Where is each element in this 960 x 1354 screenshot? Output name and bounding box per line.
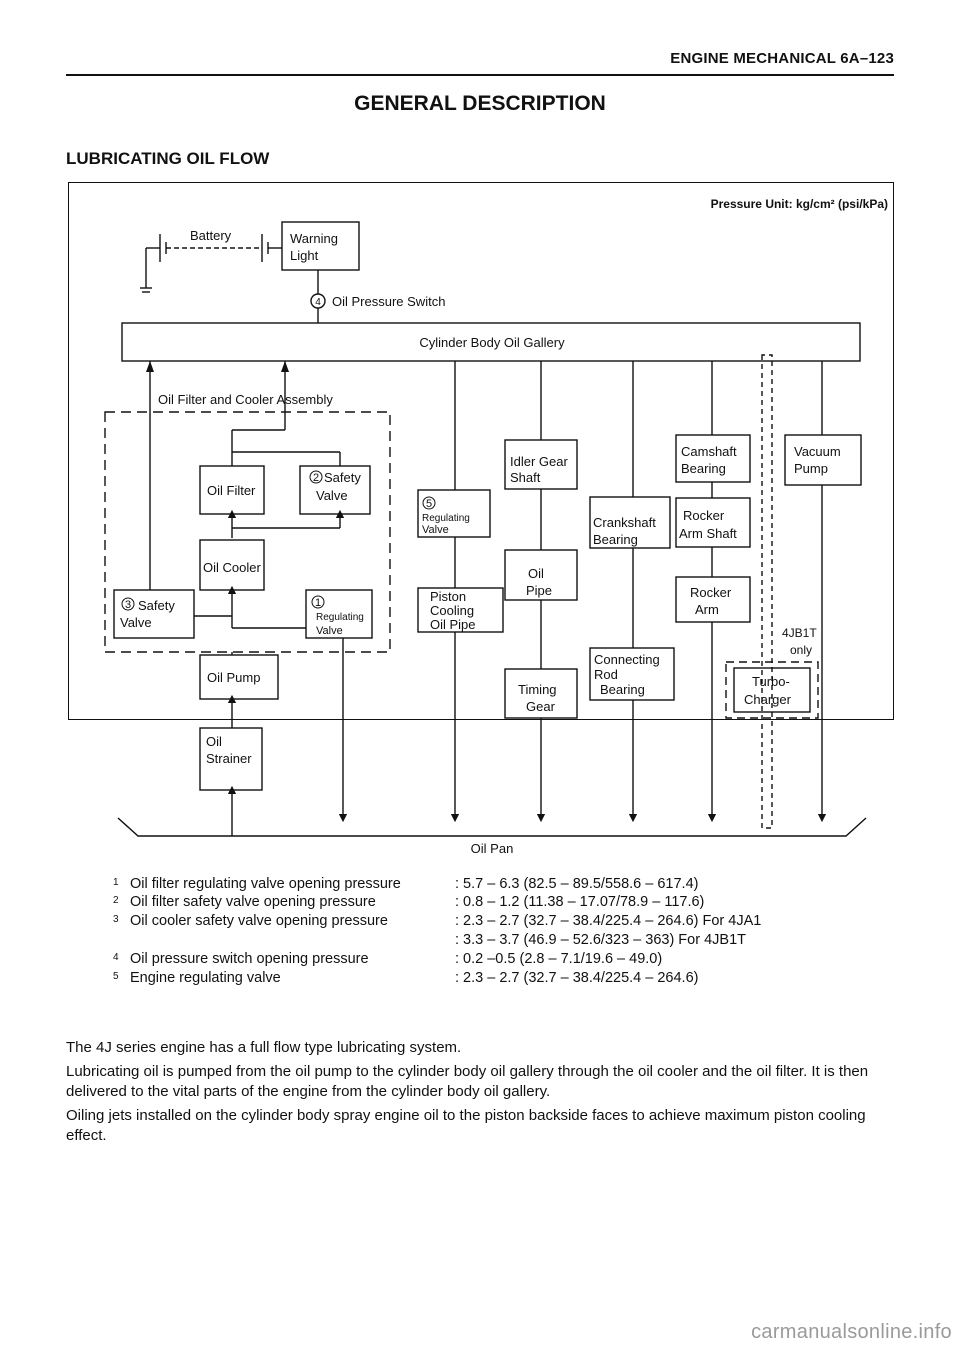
- turbo-note-label-2: only: [790, 643, 812, 657]
- spec-value: : 0.8 – 1.2 (11.38 – 17.07/78.9 – 117.6): [455, 894, 705, 910]
- battery-label: Battery: [190, 228, 232, 243]
- main-title: GENERAL DESCRIPTION: [354, 92, 606, 115]
- header-rule: [66, 74, 894, 76]
- spec-value: : 5.7 – 6.3 (82.5 – 89.5/558.6 – 617.4): [455, 876, 699, 892]
- regulating-valve-1-number: 1: [315, 597, 321, 609]
- regulating-valve-5-number: 5: [426, 498, 432, 510]
- oil-strainer-label-1: Oil: [206, 734, 222, 749]
- spec-number: 2: [113, 895, 119, 906]
- spec-label: Engine regulating valve: [130, 970, 281, 986]
- regulating-valve-5-label-2: Valve: [422, 524, 449, 536]
- filter-cooler-assembly-label: Oil Filter and Cooler Assembly: [158, 392, 333, 407]
- spec-value: : 0.2 –0.5 (2.8 – 7.1/19.6 – 49.0): [455, 951, 663, 967]
- idler-gear-label-1: Idler Gear: [510, 454, 568, 469]
- spec-value: : 2.3 – 2.7 (32.7 – 38.4/225.4 – 264.6) …: [455, 913, 762, 929]
- oil-cooler-label: Oil Cooler: [203, 560, 261, 575]
- spec-label: Oil filter regulating valve opening pres…: [130, 876, 401, 892]
- idler-gear-label-2: Shaft: [510, 470, 541, 485]
- safety-valve-2-label-1: Safety: [324, 470, 361, 485]
- body-paragraph: Oiling jets installed on the cylinder bo…: [66, 1107, 866, 1144]
- oil-pipe-label-1: Oil: [528, 566, 544, 581]
- regulating-valve-1-label-2: Valve: [316, 625, 343, 637]
- piston-cooling-label-2: Cooling: [430, 603, 474, 618]
- spec-number: 5: [113, 971, 119, 982]
- spec-number: 3: [113, 914, 119, 925]
- oil-pump-label: Oil Pump: [207, 670, 260, 685]
- camshaft-bearing-label-1: Camshaft: [681, 444, 737, 459]
- camshaft-bearing-label-2: Bearing: [681, 461, 726, 476]
- section-title: LUBRICATING OIL FLOW: [66, 149, 270, 168]
- timing-gear-label-1: Timing: [518, 682, 557, 697]
- oil-pipe-label-2: Pipe: [526, 583, 552, 598]
- piston-cooling-label-3: Oil Pipe: [430, 617, 476, 632]
- spec-value: : 2.3 – 2.7 (32.7 – 38.4/225.4 – 264.6): [455, 970, 699, 986]
- piston-cooling-label-1: Piston: [430, 589, 466, 604]
- spec-number: 1: [113, 877, 119, 888]
- spec-number: 4: [113, 952, 119, 963]
- spec-value: : 3.3 – 3.7 (46.9 – 52.6/323 – 363) For …: [455, 932, 746, 948]
- oil-strainer-label-2: Strainer: [206, 751, 252, 766]
- safety-valve-2-label-2: Valve: [316, 488, 348, 503]
- watermark: carmanualsonline.info: [751, 1321, 952, 1343]
- rocker-arm-label-2: Arm: [695, 602, 719, 617]
- regulating-valve-5-label-1: Regulating: [422, 513, 470, 524]
- oil-pressure-switch-label: Oil Pressure Switch: [332, 294, 445, 309]
- connecting-rod-label-3: Bearing: [600, 682, 645, 697]
- oil-flow-diagram: Pressure Unit: kg/cm² (psi/kPa) Battery …: [104, 197, 888, 856]
- rocker-arm-label-1: Rocker: [690, 585, 732, 600]
- oil-pan-label: Oil Pan: [471, 841, 514, 856]
- crankshaft-bearing-label-2: Bearing: [593, 532, 638, 547]
- connecting-rod-label-1: Connecting: [594, 652, 660, 667]
- cylinder-gallery-label: Cylinder Body Oil Gallery: [419, 335, 565, 350]
- oil-flow-diagram-frame: [68, 182, 894, 720]
- spec-label: Oil pressure switch opening pressure: [130, 951, 369, 967]
- vacuum-pump-label-1: Vacuum: [794, 444, 841, 459]
- timing-gear-label-2: Gear: [526, 699, 556, 714]
- crankshaft-bearing-label-1: Crankshaft: [593, 515, 656, 530]
- rocker-arm-shaft-label-1: Rocker: [683, 508, 725, 523]
- oil-filter-label: Oil Filter: [207, 483, 256, 498]
- safety-valve-2-number: 2: [313, 472, 319, 484]
- safety-valve-3-label-1: Safety: [138, 598, 175, 613]
- safety-valve-3-number: 3: [125, 599, 131, 611]
- warning-light-label-2: Light: [290, 248, 319, 263]
- regulating-valve-1-label-1: Regulating: [316, 612, 364, 623]
- body-paragraph: Lubricating oil is pumped from the oil p…: [66, 1063, 869, 1100]
- warning-light-label-1: Warning: [290, 231, 338, 246]
- safety-valve-3-label-2: Valve: [120, 615, 152, 630]
- turbo-note-label-1: 4JB1T: [782, 626, 817, 640]
- page-header-title: ENGINE MECHANICAL 6A–123: [670, 50, 894, 67]
- vacuum-pump-label-2: Pump: [794, 461, 828, 476]
- rocker-arm-shaft-label-2: Arm Shaft: [679, 526, 737, 541]
- oil-pressure-switch-number: 4: [315, 297, 321, 308]
- pressure-unit-label: Pressure Unit: kg/cm² (psi/kPa): [711, 197, 888, 211]
- spec-label: Oil cooler safety valve opening pressure: [130, 913, 388, 929]
- turbo-charger-label-1: Turbo-: [752, 674, 790, 689]
- turbo-charger-label-2: Charger: [744, 692, 792, 707]
- spec-label: Oil filter safety valve opening pressure: [130, 894, 376, 910]
- connecting-rod-label-2: Rod: [594, 667, 618, 682]
- body-paragraph: The 4J series engine has a full flow typ…: [66, 1039, 462, 1056]
